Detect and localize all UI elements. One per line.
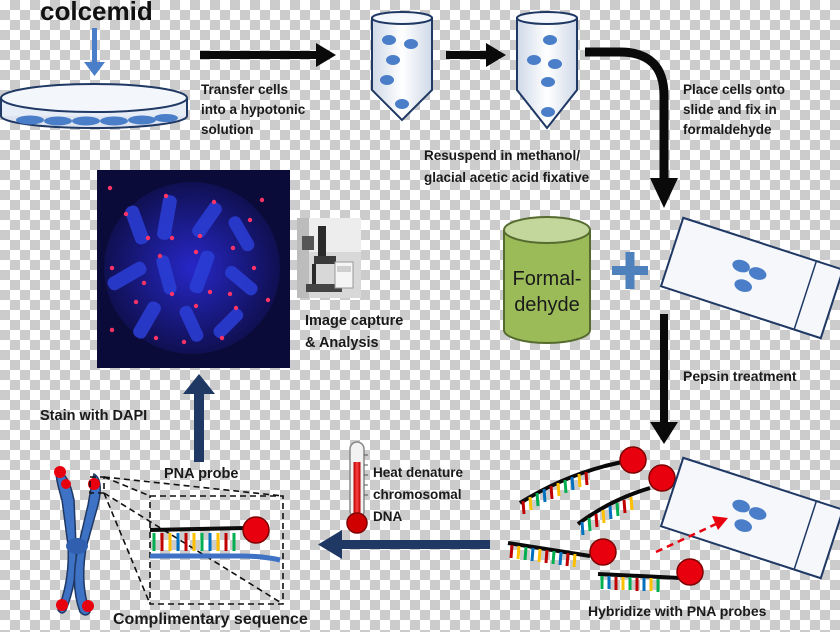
pna-probe-label: PNA probe [164,466,238,482]
arrow-to-denature [318,530,490,559]
heat-label-3: DNA [373,509,402,524]
image-label-1: Image capture [305,313,403,329]
plus-icon [612,252,648,289]
dapi-microscopy-image [97,170,290,368]
resuspend-label-2: glacial acetic acid fixative [424,170,590,185]
glass-slide-icon [659,216,840,340]
hybridize-label: Hybridize with PNA probes [588,603,767,619]
pepsin-label: Pepsin treatment [683,368,797,384]
place-label-3: formaldehyde [683,122,772,137]
image-label-2: & Analysis [305,335,379,351]
colcemid-label: colcemid [40,0,153,26]
centrifuge-tube-icon [516,11,578,130]
complimentary-label: Complimentary sequence [113,611,308,628]
zoomed-hybrid [149,516,281,563]
pna-probes-group [507,446,704,592]
chromosome-icon [54,466,101,616]
centrifuge-tube-icon [371,11,433,122]
formal-label-1: Formal- [513,268,582,290]
transfer-label-3: solution [201,122,254,137]
petri-dish-icon [0,83,188,129]
microscope-photo-icon [297,218,361,298]
arrow-to-fixative [446,43,506,67]
resuspend-label-1: Resuspend in methanol/ [424,148,580,163]
thermometer-icon [346,441,368,534]
arrow-to-hypotonic [200,43,336,67]
glass-slide-icon [659,456,840,580]
heat-label-1: Heat denature [373,465,464,480]
stain-label: Stain with DAPI [40,408,147,424]
arrow-to-slide [585,47,678,208]
place-label-2: slide and fix in [683,102,777,117]
transfer-label-2: into a hypotonic [201,102,306,117]
arrow-pepsin [650,314,678,444]
transfer-label-1: Transfer cells [201,82,288,97]
zoom-lines [89,476,284,605]
formaldehyde-cylinder-icon [503,216,591,344]
heat-label-2: chromosomal [373,487,462,502]
colcemid-arrow [84,28,105,76]
probe-target-arrow [655,516,728,554]
place-label-1: Place cells onto [683,82,785,97]
formal-label-2: dehyde [514,294,580,316]
arrow-stain [183,374,215,462]
